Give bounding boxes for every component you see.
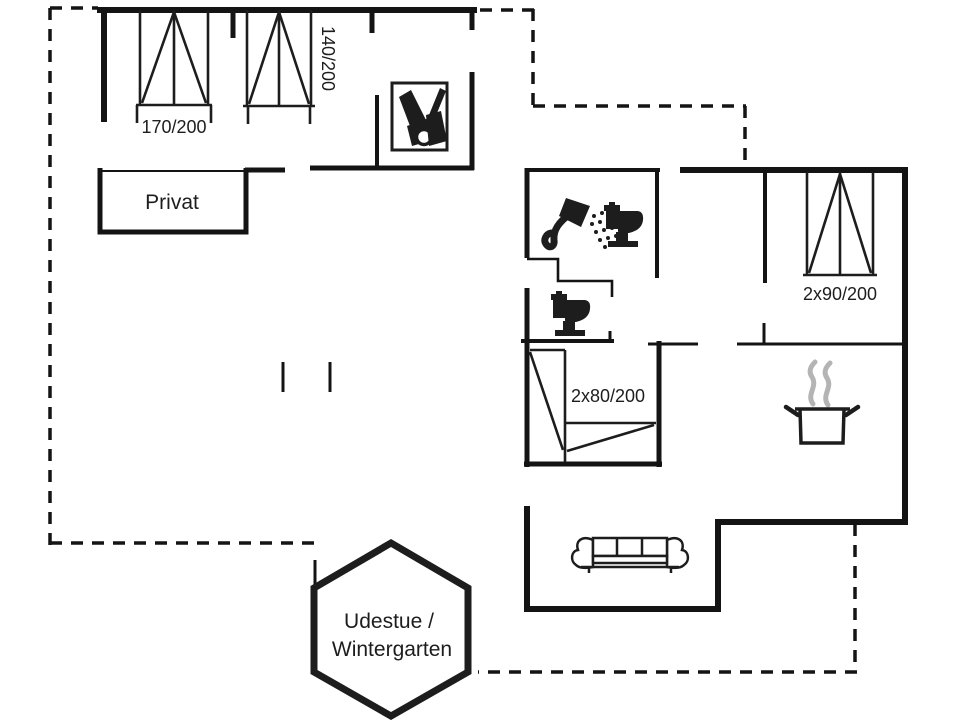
- conservatory-label-line2: Wintergarten: [332, 638, 452, 661]
- cooking-pot-icon: [783, 359, 861, 445]
- conservatory-hexagon: Udestue / Wintergarten: [310, 538, 472, 720]
- exterior-walls: [97, 7, 908, 612]
- conservatory-label-line1: Udestue /: [344, 610, 434, 633]
- shower-icon: [541, 198, 622, 251]
- bed-label-140-200: 140/200: [318, 26, 338, 91]
- terrace-boundary-dashed: [48, 6, 857, 674]
- steam-wisp-2: [822, 360, 833, 408]
- bed-double-170: [135, 10, 213, 123]
- wall-bath-niche: [527, 257, 614, 297]
- bed-label-2x80-200: 2x80/200: [571, 386, 645, 406]
- cleaning-equipment-icon: [390, 81, 449, 152]
- bed-label-170-200: 170/200: [141, 117, 206, 137]
- wall-privat-box: [97, 168, 249, 235]
- sofa-icon: [570, 536, 690, 573]
- bed-double-2x90: [803, 172, 877, 277]
- steam-wisp-1: [807, 359, 818, 407]
- bed-double-140: [243, 10, 315, 124]
- interior-walls: [97, 10, 905, 588]
- bed-bunk-2x80: [528, 348, 656, 462]
- room-label-privat: Privat: [145, 191, 199, 214]
- bed-label-2x90-200: 2x90/200: [803, 284, 877, 304]
